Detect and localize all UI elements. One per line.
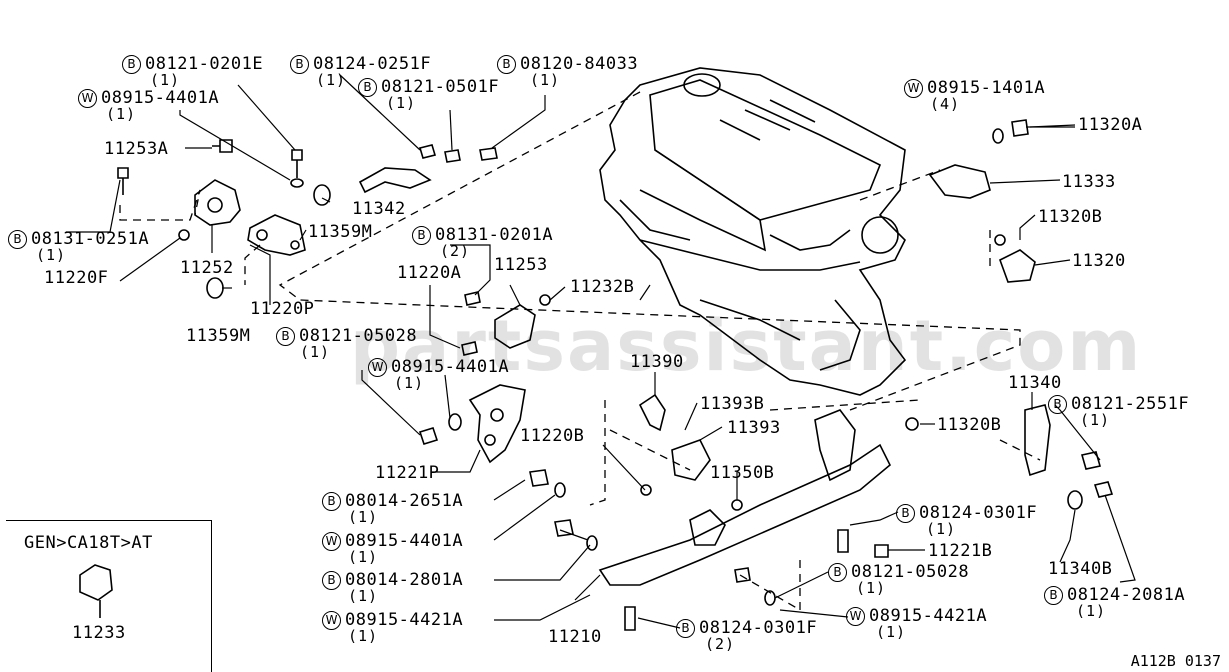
diagram-code: A112B 0137 bbox=[1130, 652, 1221, 670]
bolt-symbol-icon: B bbox=[497, 55, 516, 74]
part-label-11220P[interactable]: 11220P bbox=[250, 299, 315, 319]
bolt-symbol-icon: B bbox=[896, 504, 915, 523]
part-label-11320B-upper[interactable]: 11320B bbox=[1038, 207, 1103, 227]
callout-part-number: 08014-2651A bbox=[345, 491, 464, 511]
washer-symbol-icon: W bbox=[78, 89, 97, 108]
dashed-guide-lines bbox=[119, 91, 1041, 611]
right-mount-parts bbox=[905, 119, 1114, 510]
bolt-symbol-icon: B bbox=[8, 230, 27, 249]
callout-quantity: (1) bbox=[394, 374, 425, 392]
part-label-11393B[interactable]: 11393B bbox=[700, 394, 765, 414]
part-label-11220F[interactable]: 11220F bbox=[44, 268, 109, 288]
callout-quantity: (1) bbox=[386, 94, 417, 112]
part-label-11320B-lower[interactable]: 11320B bbox=[937, 415, 1002, 435]
callout-quantity: (2) bbox=[440, 242, 471, 260]
part-label-11359M-lower[interactable]: 11359M bbox=[186, 326, 251, 346]
part-label-11221P[interactable]: 11221P bbox=[375, 463, 440, 483]
part-label-11210[interactable]: 11210 bbox=[548, 627, 602, 647]
bolt-symbol-icon: B bbox=[828, 563, 847, 582]
callout-quantity: (1) bbox=[1080, 411, 1111, 429]
callout-quantity: (1) bbox=[1076, 602, 1107, 620]
part-label-11333[interactable]: 11333 bbox=[1062, 172, 1116, 192]
callout-part-number: 08121-2551F bbox=[1071, 394, 1190, 414]
callout-quantity: (1) bbox=[530, 71, 561, 89]
callout-part-number: 08124-0301F bbox=[699, 618, 818, 638]
callout-quantity: (1) bbox=[348, 508, 379, 526]
callout-part-number: 08131-0251A bbox=[31, 229, 150, 249]
part-label-11320A[interactable]: 11320A bbox=[1078, 115, 1143, 135]
inset-box bbox=[6, 520, 212, 672]
callout-part-number: 08915-1401A bbox=[927, 78, 1046, 98]
callout-quantity: (1) bbox=[876, 623, 907, 641]
part-label-11221B[interactable]: 11221B bbox=[928, 541, 993, 561]
inset-part-drawing bbox=[79, 564, 113, 618]
callout-quantity: (1) bbox=[150, 71, 181, 89]
bolt-symbol-icon: B bbox=[412, 226, 431, 245]
part-label-11220A[interactable]: 11220A bbox=[397, 263, 462, 283]
callout-part-number: 08915-4401A bbox=[101, 88, 220, 108]
part-label-11253A[interactable]: 11253A bbox=[104, 139, 169, 159]
callout-part-number: 08124-0251F bbox=[313, 54, 432, 74]
part-label-11340[interactable]: 11340 bbox=[1008, 373, 1062, 393]
callout-quantity: (1) bbox=[106, 105, 137, 123]
callout-quantity: (4) bbox=[930, 95, 961, 113]
callout-part-number: 08124-0301F bbox=[919, 503, 1038, 523]
washer-symbol-icon: W bbox=[322, 532, 341, 551]
crossmember-drawing bbox=[529, 393, 891, 631]
part-label-11253[interactable]: 11253 bbox=[494, 255, 548, 275]
bolt-symbol-icon: B bbox=[322, 571, 341, 590]
callout-quantity: (1) bbox=[926, 520, 957, 538]
washer-symbol-icon: W bbox=[368, 358, 387, 377]
watermark: partsassistant.com bbox=[350, 305, 1143, 387]
bolt-symbol-icon: B bbox=[358, 78, 377, 97]
bolt-symbol-icon: B bbox=[1044, 586, 1063, 605]
callout-quantity: (1) bbox=[348, 548, 379, 566]
callout-part-number: 08915-4401A bbox=[391, 357, 510, 377]
callout-part-number: 08121-05028 bbox=[851, 562, 970, 582]
part-label-11342[interactable]: 11342 bbox=[352, 199, 406, 219]
part-label-11252[interactable]: 11252 bbox=[180, 258, 234, 278]
washer-symbol-icon: W bbox=[904, 79, 923, 98]
callout-part-number: 08915-4421A bbox=[345, 610, 464, 630]
callout-part-number: 08121-0501F bbox=[381, 77, 500, 97]
callout-quantity: (1) bbox=[856, 579, 887, 597]
part-label-11220B[interactable]: 11220B bbox=[520, 426, 585, 446]
washer-symbol-icon: W bbox=[322, 611, 341, 630]
part-label-11340B[interactable]: 11340B bbox=[1048, 559, 1113, 579]
washer-symbol-icon: W bbox=[846, 607, 865, 626]
part-label-11320[interactable]: 11320 bbox=[1072, 251, 1126, 271]
callout-quantity: (1) bbox=[348, 587, 379, 605]
part-label-11350B[interactable]: 11350B bbox=[710, 463, 775, 483]
callout-part-number: 08915-4401A bbox=[345, 531, 464, 551]
callout-part-number: 08915-4421A bbox=[869, 606, 988, 626]
part-label-11232B[interactable]: 11232B bbox=[570, 277, 635, 297]
left-mount-parts bbox=[117, 139, 498, 299]
bolt-symbol-icon: B bbox=[122, 55, 141, 74]
bolt-symbol-icon: B bbox=[322, 492, 341, 511]
part-label-11390[interactable]: 11390 bbox=[630, 352, 684, 372]
callout-part-number: 08014-2801A bbox=[345, 570, 464, 590]
bolt-symbol-icon: B bbox=[676, 619, 695, 638]
bolt-symbol-icon: B bbox=[1048, 395, 1067, 414]
bolt-symbol-icon: B bbox=[290, 55, 309, 74]
callout-quantity: (1) bbox=[348, 627, 379, 645]
engine-block-drawing bbox=[599, 67, 907, 396]
leader-lines bbox=[66, 74, 1136, 629]
callout-part-number: 08121-05028 bbox=[299, 326, 418, 346]
inset-title: GEN>CA18T>AT bbox=[24, 533, 153, 553]
callout-part-number: 08121-0201E bbox=[145, 54, 264, 74]
callout-quantity: (1) bbox=[36, 246, 67, 264]
callout-quantity: (1) bbox=[316, 71, 347, 89]
callout-quantity: (2) bbox=[705, 635, 736, 653]
callout-part-number: 08124-2081A bbox=[1067, 585, 1186, 605]
callout-part-number: 08131-0201A bbox=[435, 225, 554, 245]
inset-part-label: 11233 bbox=[72, 623, 126, 643]
part-label-11393[interactable]: 11393 bbox=[727, 418, 781, 438]
callout-quantity: (1) bbox=[300, 343, 331, 361]
callout-part-number: 08120-84033 bbox=[520, 54, 639, 74]
bolt-symbol-icon: B bbox=[276, 327, 295, 346]
part-label-11359M-upper[interactable]: 11359M bbox=[308, 222, 373, 242]
